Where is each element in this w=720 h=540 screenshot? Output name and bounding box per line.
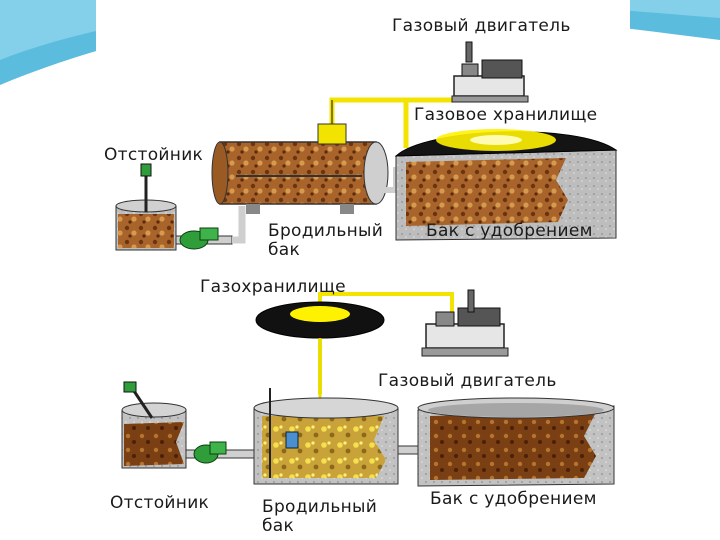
label-gas-holder: Газохранилище [200,277,346,297]
top-biogas-diagram: Газовый двигатель Газовое хранилище Отст… [96,0,630,262]
label-gas-engine: Газовый двигатель [392,16,571,36]
bottom-diagram-scene [121,289,615,487]
gas-holder-icon [255,301,385,404]
gas-engine-icon [421,289,509,357]
bottom-biogas-diagram: Газохранилище Газовый двигатель Отстойни… [96,264,640,540]
settling-tank-icon [121,381,187,469]
settling-tank-icon [115,163,177,251]
label-fertilizer-tank: Бак с удобрением [426,221,593,241]
label-fermentation-tank-line2: бак [262,516,295,536]
fertilizer-tank-icon [394,129,618,241]
top-diagram-scene [115,41,618,251]
pump-icon [175,206,246,250]
fermentation-tank-icon [253,388,423,485]
fermentation-tank-icon [211,123,406,214]
label-fertilizer-tank: Бак с удобрением [430,489,597,509]
label-gas-storage: Газовое хранилище [414,105,598,125]
gas-engine-icon [451,41,529,103]
label-gas-engine: Газовый двигатель [378,371,557,391]
label-settling-tank: Отстойник [110,493,210,513]
label-fermentation-tank: Бродильный [262,497,378,517]
label-fermentation-tank-line2: бак [268,240,301,260]
label-settling-tank: Отстойник [104,145,204,165]
pump-icon [185,441,257,464]
fertilizer-tank-icon [417,397,615,487]
label-fermentation-tank: Бродильный [268,221,384,241]
